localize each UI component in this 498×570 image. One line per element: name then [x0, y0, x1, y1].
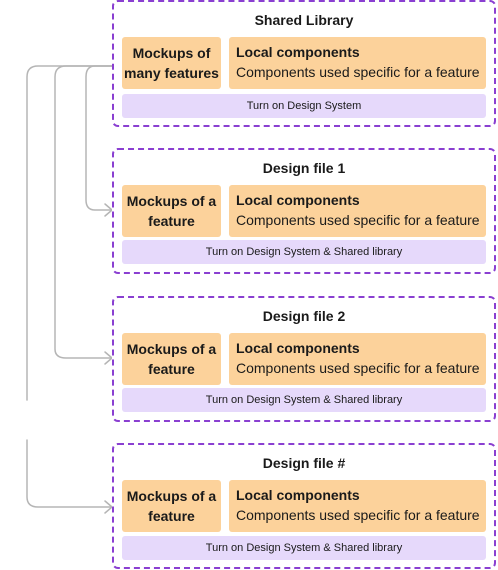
local-components-title: Local components	[236, 340, 360, 356]
local-components-title: Local components	[236, 192, 360, 208]
local-components-title: Local components	[236, 487, 360, 503]
arrowhead-design-file-2	[104, 351, 113, 365]
connector-to-design-file-2	[54, 65, 113, 359]
block-title: Design file 2	[262, 308, 346, 324]
design-file-2-block: Design file 2 Mockups of a feature Local…	[112, 296, 496, 422]
local-components-title: Local components	[236, 44, 360, 60]
arrowhead-design-file-1	[104, 203, 113, 217]
connector-to-design-file-1	[85, 65, 113, 211]
arrowhead-design-file-hash	[104, 500, 113, 514]
mockups-box: Mockups of a feature	[122, 333, 221, 385]
mockups-box: Mockups of a feature	[122, 480, 221, 532]
block-title: Shared Library	[254, 12, 354, 28]
local-components-description: Components used specific for a feature	[236, 64, 480, 80]
local-components-box: Local components Components used specifi…	[229, 333, 486, 385]
block-title: Design file 1	[262, 160, 346, 176]
block-title: Design file #	[262, 455, 346, 471]
turn-on-bar: Turn on Design System & Shared library	[122, 388, 486, 412]
local-components-description: Components used specific for a feature	[236, 507, 480, 523]
local-components-description: Components used specific for a feature	[236, 360, 480, 376]
shared-library-block: Shared Library Mockups of many features …	[112, 0, 496, 127]
design-file-hash-block: Design file # Mockups of a feature Local…	[112, 443, 496, 569]
local-components-box: Local components Components used specifi…	[229, 480, 486, 532]
turn-on-bar: Turn on Design System	[122, 94, 486, 118]
local-components-box: Local components Components used specifi…	[229, 185, 486, 237]
mockups-box: Mockups of many features	[122, 37, 221, 89]
local-components-description: Components used specific for a feature	[236, 212, 480, 228]
connector-to-design-file-hash-lower	[26, 439, 113, 508]
turn-on-bar: Turn on Design System & Shared library	[122, 240, 486, 264]
turn-on-bar: Turn on Design System & Shared library	[122, 536, 486, 560]
design-file-1-block: Design file 1 Mockups of a feature Local…	[112, 148, 496, 274]
local-components-box: Local components Components used specifi…	[229, 37, 486, 89]
connector-to-design-file-hash	[26, 65, 113, 401]
mockups-box: Mockups of a feature	[122, 185, 221, 237]
